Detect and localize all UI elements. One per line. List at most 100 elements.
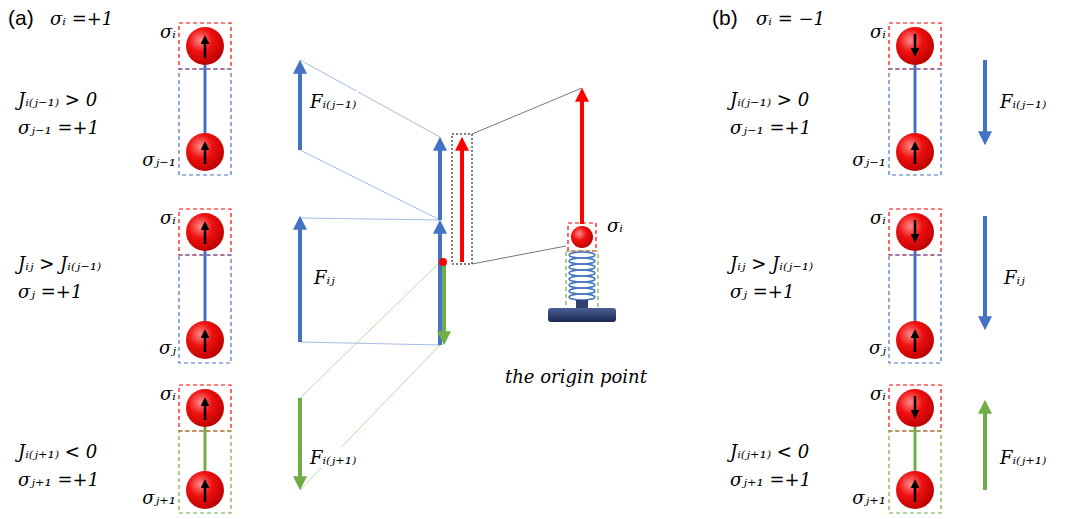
math-label: σⱼ₊₁ =+1	[730, 469, 811, 490]
force-arrow	[983, 404, 987, 490]
spin-label-holder: σⱼ	[869, 336, 886, 360]
spin-label-holder: σⱼ₊₁	[852, 486, 886, 510]
leader-line	[300, 150, 440, 220]
spring-coil	[569, 252, 595, 300]
math-label: σⱼ =+1	[18, 281, 82, 302]
force-label: Fᵢⱼ	[312, 267, 337, 288]
spin-arrow	[914, 332, 917, 352]
math-label: Jᵢ₍ⱼ₊₁₎ < 0	[730, 441, 809, 462]
spin-label-holder: σᵢ	[607, 214, 623, 238]
panel-label: (b)	[712, 6, 738, 29]
label-holder: Jᵢ₍ⱼ₊₁₎ < 0	[730, 440, 809, 464]
sphere-graphic	[186, 389, 224, 427]
spin-i-box	[568, 223, 596, 251]
spin-arrow	[204, 38, 207, 58]
origin-dot	[439, 258, 447, 266]
math-label: σᵢ = −1	[756, 8, 825, 29]
spin-label-holder: σⱼ₊₁	[142, 486, 176, 510]
label-holder: σⱼ =+1	[18, 280, 82, 304]
spin-label: σᵢ	[160, 207, 176, 228]
spin-i-box	[179, 23, 231, 69]
dotted-frame	[452, 134, 472, 264]
force-arrow	[438, 141, 442, 220]
spring-coil	[569, 264, 595, 270]
spin-label: σᵢ	[160, 21, 176, 42]
spin-sphere: σⱼ₋₁	[896, 133, 934, 171]
spring-coil	[569, 276, 595, 282]
spin-label-holder: σᵢ	[160, 206, 176, 230]
sphere-body	[896, 321, 934, 359]
math-label: Jᵢⱼ > Jᵢ₍ⱼ₋₁₎	[730, 253, 813, 274]
sphere-body	[186, 389, 224, 427]
leader-line	[472, 88, 582, 134]
sphere-body	[571, 226, 593, 248]
spin-label: σⱼ	[159, 337, 176, 358]
spin-label-holder: σᵢ	[160, 20, 176, 44]
spring-box	[566, 251, 598, 309]
spin-label: σⱼ₊₁	[142, 487, 176, 508]
force-arrow	[438, 224, 442, 345]
spin-i-box	[889, 23, 941, 69]
spin-sphere: σⱼ	[896, 321, 934, 359]
spin-label-holder: σᵢ	[870, 382, 886, 406]
label-holder: (a)	[8, 5, 34, 31]
coupling-bond	[914, 427, 917, 471]
force-arrow	[298, 220, 302, 342]
spin-sphere: σᵢ	[186, 213, 224, 251]
spin-label-holder: σᵢ	[160, 382, 176, 406]
math-label: the origin point	[505, 366, 647, 387]
force-label: Fᵢⱼ	[1002, 267, 1027, 288]
spin-arrow	[914, 34, 917, 54]
sphere-graphic	[186, 321, 224, 359]
force-arrow	[442, 262, 446, 341]
sphere-body	[186, 133, 224, 171]
label-holder: (b)	[712, 5, 738, 31]
label-holder: Fᵢ₍ⱼ₊₁₎	[308, 446, 358, 470]
math-label: Jᵢⱼ > Jᵢ₍ⱼ₋₁₎	[18, 253, 101, 274]
label-holder: Jᵢⱼ > Jᵢ₍ⱼ₋₁₎	[730, 252, 813, 276]
math-label: σⱼ₋₁ =+1	[730, 117, 811, 138]
spin-sphere: σⱼ₊₁	[896, 471, 934, 509]
spin-sphere: σᵢ	[896, 213, 934, 251]
panel-label: (a)	[8, 6, 34, 29]
resultant-arrow	[460, 141, 464, 262]
sphere-graphic	[571, 226, 593, 248]
spring-coil	[569, 252, 595, 258]
label-holder: σⱼ₊₁ =+1	[730, 468, 811, 492]
label-holder: Jᵢ₍ⱼ₋₁₎ > 0	[730, 88, 809, 112]
coupling-bond	[914, 65, 917, 133]
spin-sphere: σⱼ₋₁	[186, 133, 224, 171]
math-label: σⱼ =+1	[730, 281, 794, 302]
label-holder: Fᵢⱼ	[312, 266, 337, 290]
label-holder: Fᵢ₍ⱼ₋₁₎	[308, 90, 358, 114]
spin-label-holder: σⱼ₋₁	[142, 148, 176, 172]
sphere-graphic	[186, 471, 224, 509]
spring-coil	[569, 258, 595, 264]
math-label: σⱼ₋₁ =+1	[18, 117, 99, 138]
spin-sphere: σᵢ	[186, 27, 224, 65]
label-holder: Fᵢ₍ⱼ₋₁₎	[998, 90, 1048, 114]
spin-sphere: σᵢ	[571, 226, 593, 248]
spin-label: σⱼ₋₁	[142, 149, 176, 170]
leader-line	[472, 246, 566, 264]
spin-arrow	[914, 396, 917, 416]
sphere-body	[186, 321, 224, 359]
spin-label: σᵢ	[870, 383, 886, 404]
sphere-graphic	[896, 389, 934, 427]
spin-arrow	[204, 144, 207, 164]
sphere-graphic	[896, 27, 934, 65]
force-label: Fᵢ₍ⱼ₊₁₎	[998, 447, 1048, 468]
spring-coil	[569, 270, 595, 276]
spin-i-box	[179, 209, 231, 255]
spin-arrow	[914, 144, 917, 164]
math-label: σᵢ =+1	[50, 8, 113, 29]
sphere-graphic	[186, 133, 224, 171]
spin-arrow	[204, 332, 207, 352]
label-holder: σⱼ₋₁ =+1	[730, 116, 811, 140]
label-holder: Jᵢ₍ⱼ₊₁₎ < 0	[18, 440, 97, 464]
sphere-body	[186, 471, 224, 509]
spin-label-holder: σᵢ	[870, 206, 886, 230]
